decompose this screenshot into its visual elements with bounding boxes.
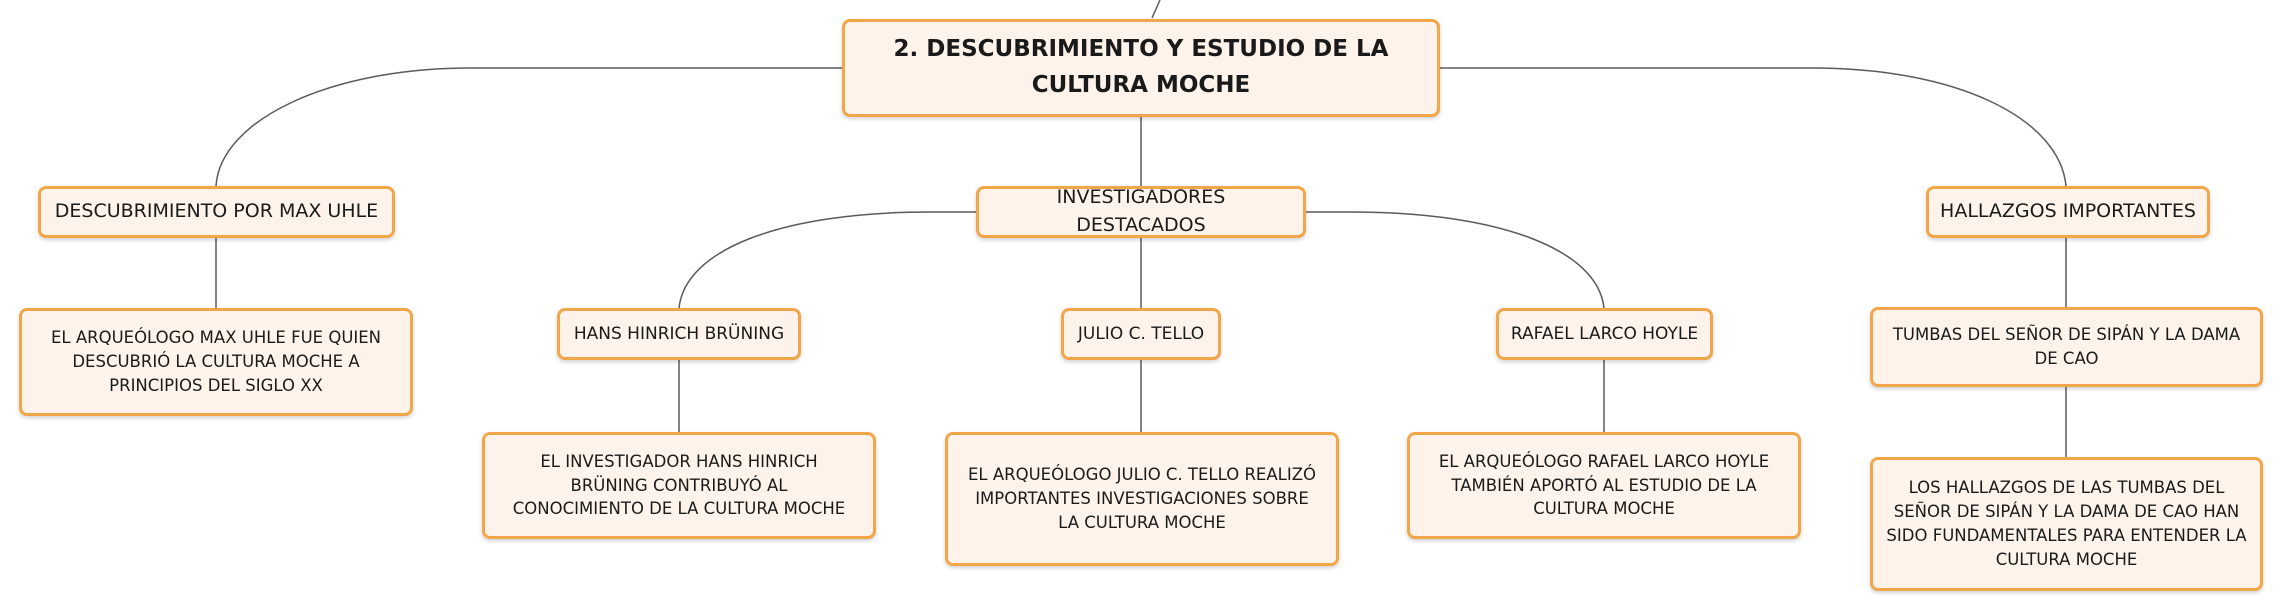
node-label: HANS HINRICH BRÜNING [573,323,785,344]
node-label: EL INVESTIGADOR HANS HINRICH BRÜNING CON… [512,451,846,519]
connector-root-hallazgos [1440,67,2067,187]
node-label: EL ARQUEÓLOGO JULIO C. TELLO REALIZÓ IMP… [967,465,1316,532]
node-uhle-detail[interactable]: EL ARQUEÓLOGO MAX UHLE FUE QUIEN DESCUBR… [19,308,413,416]
node-tumbas-sipan-cao[interactable]: TUMBAS DEL SEÑOR DE SIPÁN Y LA DAMA DE C… [1870,307,2263,387]
node-label: LOS HALLAZGOS DE LAS TUMBAS DEL SEÑOR DE… [1886,478,2247,569]
connector-root-uhle [215,67,842,187]
node-label: EL ARQUEÓLOGO RAFAEL LARCO HOYLE TAMBIÉN… [1438,451,1770,519]
node-label: HALLAZGOS IMPORTANTES [1940,200,2196,223]
node-rafael-larco-hoyle[interactable]: RAFAEL LARCO HOYLE [1496,308,1713,360]
connector-inv-bruning [678,211,976,309]
node-bruning-detail[interactable]: EL INVESTIGADOR HANS HINRICH BRÜNING CON… [482,432,876,539]
node-hallazgos-detail[interactable]: LOS HALLAZGOS DE LAS TUMBAS DEL SEÑOR DE… [1870,457,2263,591]
node-label: RAFAEL LARCO HOYLE [1510,323,1699,344]
node-label: EL ARQUEÓLOGO MAX UHLE FUE QUIEN DESCUBR… [50,328,382,395]
connector-inv-larco [1306,211,1605,309]
node-julio-c-tello[interactable]: JULIO C. TELLO [1061,308,1221,360]
node-label: JULIO C. TELLO [1077,323,1205,344]
root-text: 2. DESCUBRIMIENTO Y ESTUDIO DE LA CULTUR… [893,36,1389,98]
node-hans-hinrich-bruning[interactable]: HANS HINRICH BRÜNING [557,308,801,360]
node-tello-detail[interactable]: EL ARQUEÓLOGO JULIO C. TELLO REALIZÓ IMP… [945,432,1339,566]
node-label: INVESTIGADORES DESTACADOS [1056,186,1226,236]
node-label: TUMBAS DEL SEÑOR DE SIPÁN Y LA DAMA DE C… [1892,325,2241,368]
node-descubrimiento-max-uhle[interactable]: DESCUBRIMIENTO POR MAX UHLE [38,186,395,238]
node-hallazgos-importantes[interactable]: HALLAZGOS IMPORTANTES [1926,186,2210,238]
node-larco-detail[interactable]: EL ARQUEÓLOGO RAFAEL LARCO HOYLE TAMBIÉN… [1407,432,1801,539]
node-investigadores-destacados[interactable]: INVESTIGADORES DESTACADOS [976,186,1306,238]
node-label: DESCUBRIMIENTO POR MAX UHLE [54,200,379,223]
connector-root-parent [1151,0,1161,19]
root-node[interactable]: 2. DESCUBRIMIENTO Y ESTUDIO DE LA CULTUR… [842,19,1440,117]
